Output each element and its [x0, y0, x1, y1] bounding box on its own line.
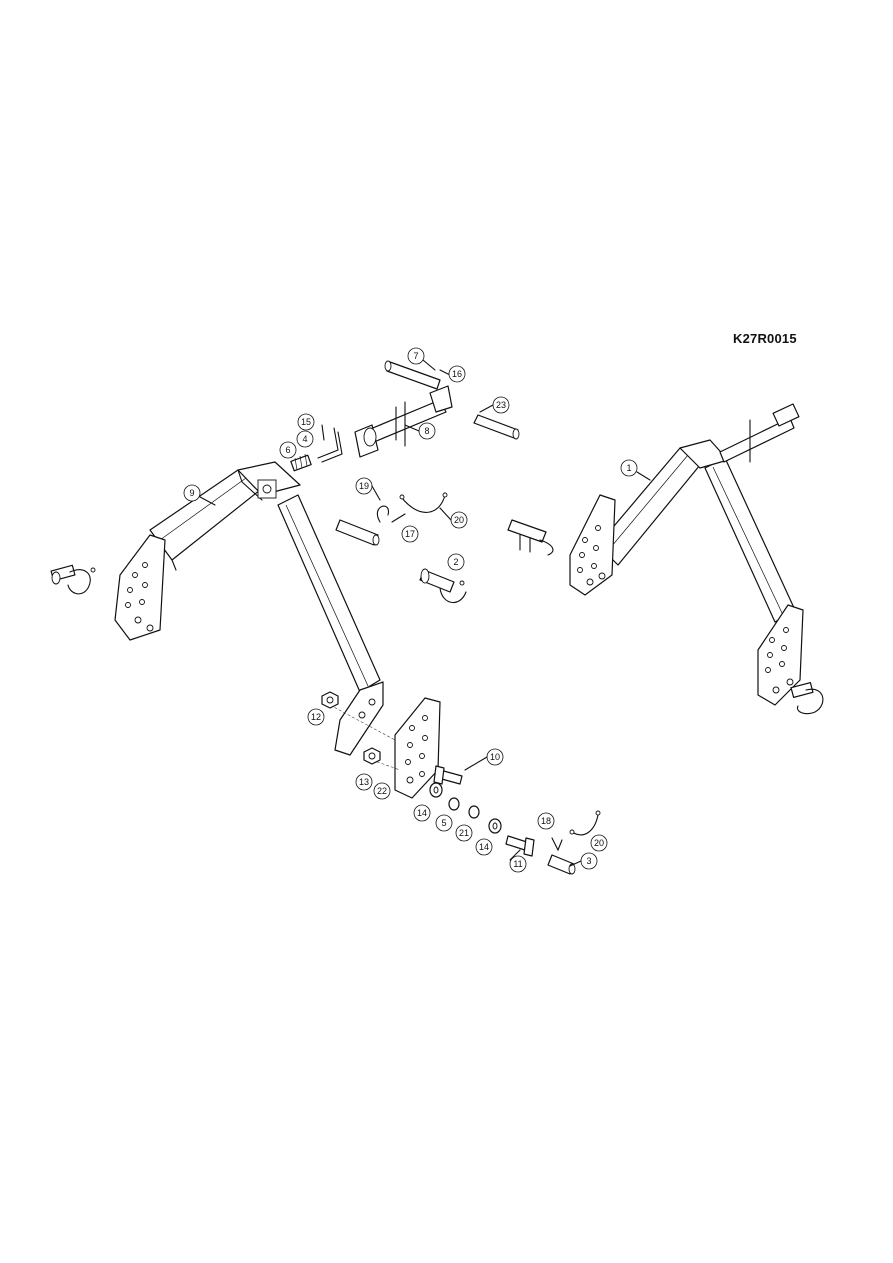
callout-leaders: [199, 359, 651, 867]
callout-3: 3: [580, 852, 598, 870]
svg-text:22: 22: [377, 786, 387, 796]
svg-text:14: 14: [479, 842, 489, 852]
svg-text:20: 20: [454, 515, 464, 525]
callout-19: 19: [355, 477, 373, 495]
callout-14-upper: 14: [413, 804, 431, 822]
bushing-21: [468, 805, 480, 819]
svg-text:3: 3: [586, 856, 591, 866]
callout-6: 6: [279, 441, 297, 459]
svg-text:19: 19: [359, 481, 369, 491]
svg-text:6: 6: [285, 445, 290, 455]
svg-text:7: 7: [413, 351, 418, 361]
callout-21: 21: [455, 824, 473, 842]
callout-7: 7: [407, 347, 425, 365]
callout-11: 11: [509, 855, 527, 873]
pin-7: [384, 360, 441, 390]
a-frame-right-assembled: [569, 403, 824, 715]
chain-20-lower: [571, 814, 599, 836]
callout-22: 22: [373, 782, 391, 800]
callout-1: 1: [620, 459, 638, 477]
callout-20-upper: 20: [450, 511, 468, 529]
a-frame-left: [114, 461, 441, 799]
svg-text:18: 18: [541, 816, 551, 826]
nut-13: [363, 747, 381, 765]
callout-17: 17: [401, 525, 419, 543]
callout-18: 18: [537, 812, 555, 830]
bolt-11: [505, 835, 535, 857]
svg-text:13: 13: [359, 777, 369, 787]
svg-text:21: 21: [459, 828, 469, 838]
svg-text:2: 2: [453, 557, 458, 567]
drawing-reference-code: K27R0015: [733, 331, 797, 346]
callout-5: 5: [435, 814, 453, 832]
callout-8: 8: [418, 422, 436, 440]
svg-text:20: 20: [594, 838, 604, 848]
pin-3-clip-18: [547, 837, 576, 875]
left-pin-with-chain: [50, 564, 96, 595]
chain-20-upper: [401, 494, 446, 513]
top-link-8: [354, 385, 453, 458]
svg-text:12: 12: [311, 712, 321, 722]
center-hitch-pin: [507, 519, 554, 556]
svg-text:16: 16: [452, 369, 462, 379]
callout-15: 15: [297, 413, 315, 431]
svg-text:1: 1: [626, 463, 631, 473]
callout-12: 12: [307, 708, 325, 726]
pin-17-clip-19: [335, 505, 406, 546]
callout-4: 4: [296, 430, 314, 448]
callout-2: 2: [447, 553, 465, 571]
svg-text:10: 10: [490, 752, 500, 762]
svg-text:23: 23: [496, 400, 506, 410]
pin-assembly-2: [419, 568, 467, 603]
callout-14-lower: 14: [475, 838, 493, 856]
svg-text:9: 9: [189, 488, 194, 498]
svg-text:17: 17: [405, 529, 415, 539]
svg-text:5: 5: [441, 818, 446, 828]
bushing-5: [448, 797, 460, 811]
svg-text:4: 4: [302, 434, 307, 444]
callout-23: 23: [492, 396, 510, 414]
svg-text:11: 11: [513, 859, 522, 869]
pin-23: [473, 414, 520, 440]
svg-text:15: 15: [301, 417, 311, 427]
svg-text:8: 8: [424, 426, 429, 436]
handle-4-spring-6: [290, 424, 343, 472]
pin-16: [439, 369, 451, 376]
nut-12: [321, 691, 339, 709]
callout-16: 16: [448, 365, 466, 383]
callout-20-lower: 20: [590, 834, 608, 852]
bolt-10: [433, 765, 463, 785]
callout-13: 13: [355, 773, 373, 791]
callout-10: 10: [486, 748, 504, 766]
svg-text:14: 14: [417, 808, 427, 818]
callout-9: 9: [183, 484, 201, 502]
